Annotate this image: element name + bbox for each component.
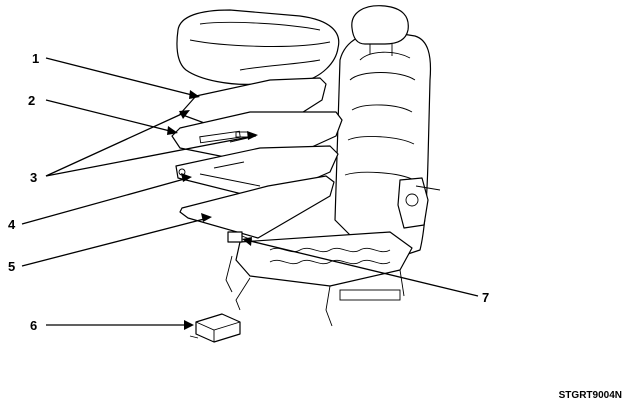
callout-6: 6 <box>30 318 37 333</box>
callout-1: 1 <box>32 51 39 66</box>
seat-cushion-cover <box>176 9 340 85</box>
callout-2: 2 <box>28 93 35 108</box>
callout-3: 3 <box>30 170 37 185</box>
part-4-sensor-mat <box>175 145 339 201</box>
leader-lines <box>21 57 479 330</box>
part-6-control-module <box>189 313 241 343</box>
callout-5: 5 <box>8 259 15 274</box>
callout-7: 7 <box>482 290 489 305</box>
cushion-frame <box>225 231 413 327</box>
recliner-mechanism <box>397 177 441 229</box>
callout-4: 4 <box>8 217 16 232</box>
part-5-sensor-mat <box>179 175 335 239</box>
figure-code: STGRT9004N <box>559 390 622 401</box>
headrest <box>351 5 409 56</box>
